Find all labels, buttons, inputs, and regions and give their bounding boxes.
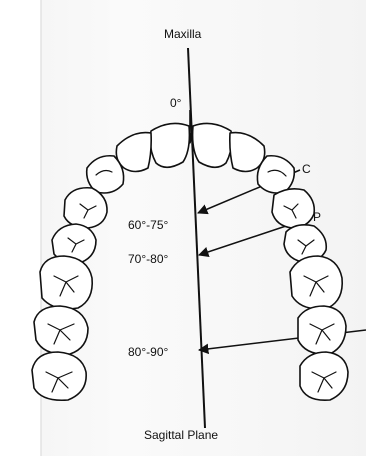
second-premolar-left-groove (67, 237, 85, 253)
third-molar-right-groove (311, 371, 337, 393)
third-molar-left-tooth (31, 351, 87, 402)
canine-right-groove (267, 169, 287, 177)
first-molar-left-groove (53, 275, 79, 297)
sagittal-plane-line (187, 47, 206, 429)
maxilla-title: Maxilla (164, 27, 202, 41)
first-premolar-left-groove (79, 203, 97, 219)
second-premolar-right-tooth (283, 224, 328, 263)
third-molar-right-tooth (299, 351, 349, 402)
first-premolar-right-groove (283, 203, 299, 219)
central-incisor-left-tooth (149, 122, 191, 169)
second-molar-left-groove (47, 323, 75, 345)
molar-angle-label: 80°-90° (128, 345, 169, 359)
third-molar-left-groove (45, 371, 73, 393)
premolar-angle-label: 70°-80° (128, 252, 169, 266)
sagittal-plane-label: Sagittal Plane (144, 428, 219, 442)
canine-right-tooth (256, 154, 296, 194)
lateral-incisor-right-tooth (229, 131, 266, 173)
canine-left-tooth (85, 154, 125, 194)
central-incisor-right-tooth (191, 122, 233, 169)
canine-angle-label: 60°-75° (128, 218, 169, 232)
canine-marker-label: C (302, 162, 311, 176)
zero-degree-label: 0° (170, 96, 182, 110)
first-molar-right-groove (303, 275, 329, 297)
canine-left-groove (95, 169, 113, 176)
second-molar-right-groove (309, 323, 335, 345)
second-premolar-right-groove (297, 239, 315, 255)
premolar-marker-label: P (313, 210, 322, 224)
